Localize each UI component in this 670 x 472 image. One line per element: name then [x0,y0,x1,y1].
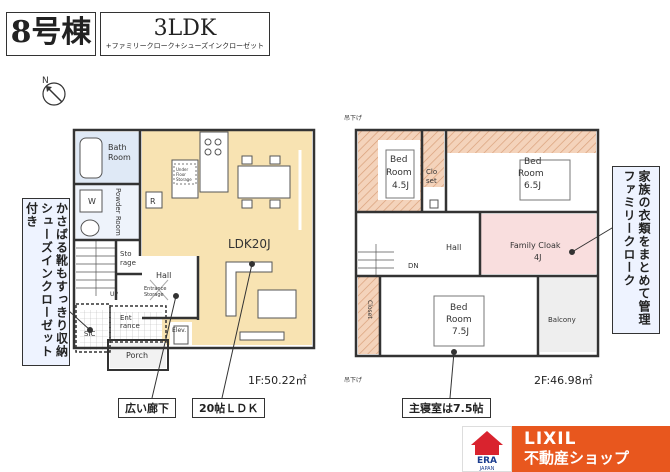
building-number: 8号棟 [6,12,96,56]
bed3-label-1: Bed [450,303,467,313]
family-cloak-label-2: 4J [534,253,541,262]
entrance-storage-label-1: Entrance [144,286,166,292]
lixil-logo: LIXIL 不動産ショップ [512,426,670,472]
sic-label: SIC [84,330,96,338]
sink [80,219,100,237]
closet-2f [422,131,444,187]
under-floor-label-2: Floor [176,172,186,177]
up-label: UP [110,291,118,298]
bedroom-2-hatch [446,131,596,153]
layout-type-box: 3LDK +ファミリークローク+シューズインクローゼット [100,12,270,56]
sofa [225,261,273,317]
powder-room-label: Powder Room [114,188,122,236]
callout-master-bedroom: 主寝室は7.5帖 [402,398,491,418]
elevator-space [170,322,192,348]
closet-v-label: Closet [366,300,373,319]
skylight-label-b: 吊下げ [344,376,362,384]
tv-board [239,331,285,341]
under-floor-storage [173,163,197,185]
svg-text:N: N [42,76,49,86]
family-cloak-room [480,214,596,274]
lixil-shop: 不動産ショップ [524,449,630,467]
entrance-label-2: rance [120,322,140,330]
closet-3 [358,276,380,354]
balcony [540,276,596,352]
coffee-table [257,289,297,319]
hall-2f-label: Hall [446,243,461,252]
north-arrow-icon: N [42,76,66,106]
kitchen-counter [199,131,229,193]
callout-family-cloak-text: 家族の衣類をまとめて管理ファミリークローク [622,170,651,326]
hall-2f [394,214,480,274]
callout-ldk: 20帖ＬＤＫ [192,398,266,418]
layout-type: 3LDK [153,16,217,41]
bed1-label-3: 4.5J [392,181,409,191]
bath-label-1: Bath [108,143,127,152]
porch-outline [107,339,169,371]
entrance-label-1: Ent [120,314,132,322]
dn-label: DN [408,262,419,270]
callout-shoes-closet-text: かさばる靴もすっきり収納シューズインクローゼット付き [24,202,69,358]
bed2-label-3: 6.5J [524,181,541,191]
under-floor-label-3: Storage [176,177,192,182]
sic-area [80,310,108,350]
era-sub-text: JAPAN [479,466,495,472]
entrance-storage-label-2: Storage [144,292,164,298]
bathtub [79,137,103,179]
layout-subtitle: +ファミリークローク+シューズインクローゼット [105,42,265,50]
balcony-label: Balcony [548,316,576,324]
hall-1f [142,256,198,318]
porch-area [110,342,166,368]
callout-shoes-closet: かさばる靴もすっきり収納シューズインクローゼット付き [22,198,70,366]
floor-1-plan: Bath Room W R Powder Room Under Floor St… [72,128,316,371]
bedroom-3 [380,276,538,354]
skylight-label-a: 吊下げ [344,114,362,122]
era-text: ERA [476,456,498,466]
bed1-label-1: Bed [390,155,407,165]
floor-2-plan: Bed Room 4.5J Clo set Bed Room 6.5J Hall… [344,114,600,384]
bed1-label-2: Room [386,168,412,178]
under-floor-label-1: Under [176,167,188,172]
bed2-label-2: Room [518,169,544,179]
ldk-label: LDK20J [228,237,271,251]
floor1-area: 1F:50.22㎡ [248,374,307,387]
fridge [145,191,163,209]
entrance-dashed-outline [109,305,167,343]
bed3-label-2: Room [446,315,472,325]
porch-label: Porch [126,351,148,360]
elev-label: Elev. [172,327,186,334]
stairs-lines-1f [76,240,116,296]
storage-1f [116,244,142,274]
bed3-label-3: 7.5J [452,327,469,337]
era-logo: ERA JAPAN [462,426,512,472]
washer-label: W [88,197,96,206]
storage-label-1: Sto [120,250,131,258]
family-cloak-label-1: Family Cloak [510,241,561,250]
callout-family-cloak: 家族の衣類をまとめて管理ファミリークローク [612,166,660,334]
closet-label-2: set [426,177,437,185]
callout-wide-hall: 広い廊下 [118,398,176,418]
era-house-icon [471,431,503,455]
hall-1f-label: Hall [156,271,171,280]
fridge-label: R [150,197,156,206]
washer [79,189,103,213]
storage-label-2: rage [120,259,136,267]
lixil-brand: LIXIL [524,429,577,449]
bath-label-2: Room [108,153,131,162]
floor2-area: 2F:46.98㎡ [534,374,593,387]
master-bed [433,295,485,347]
dining-table [237,165,291,199]
closet-label-1: Clo [426,168,437,176]
bed2-label-1: Bed [524,157,541,167]
